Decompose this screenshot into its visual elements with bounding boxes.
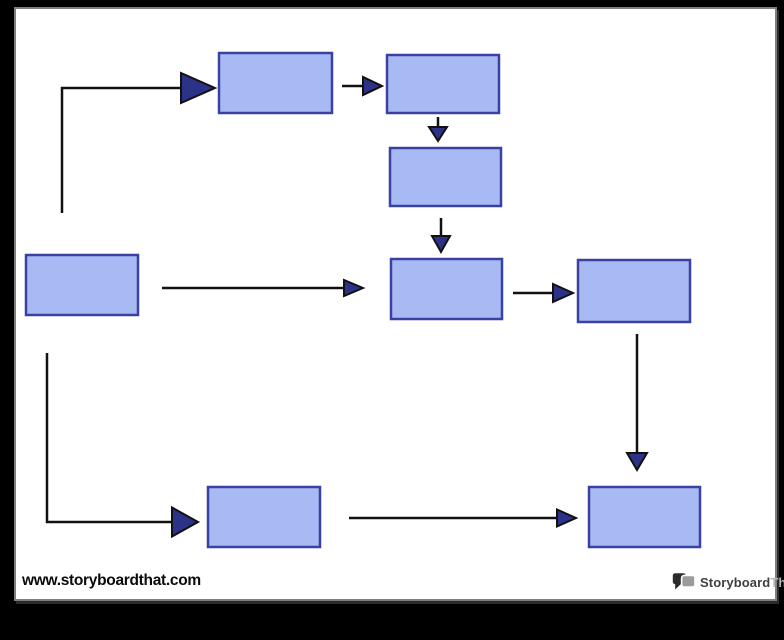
speech-bubbles-icon <box>672 573 696 590</box>
arrowhead-top-2-to-middle <box>427 126 449 143</box>
flow-node-top-2[interactable] <box>385 53 501 115</box>
flow-node-bottom-right[interactable] <box>587 485 702 549</box>
brand-text-secondary: That <box>770 574 784 590</box>
flow-node-left[interactable] <box>24 253 140 317</box>
flow-node-right[interactable] <box>576 258 692 324</box>
arrowhead-middle-to-center <box>430 235 452 255</box>
connector-left-down-to-bottom-left <box>45 353 173 524</box>
website-url: www.storyboardthat.com <box>22 572 201 589</box>
arrowhead-center-to-right <box>552 282 576 304</box>
flow-node-top-1[interactable] <box>217 51 334 115</box>
brand-text: StoryboardThat <box>700 575 784 590</box>
flow-node-center[interactable] <box>389 257 504 321</box>
brand-text-primary: Storyboard <box>700 574 771 590</box>
arrowhead-left-down-to-bottom-left <box>171 505 201 539</box>
flow-node-bottom-left[interactable] <box>206 485 322 549</box>
connector-left-up-to-top-1 <box>60 86 181 213</box>
flow-node-middle[interactable] <box>388 146 503 208</box>
arrowhead-bottom-left-to-bottom-right <box>556 507 579 529</box>
storyboardthat-logo: StoryboardThat <box>672 572 784 592</box>
arrowhead-left-up-to-top-1 <box>180 71 218 105</box>
arrowhead-left-to-center <box>343 278 366 298</box>
arrowhead-right-down-to-bottom-right <box>625 452 649 472</box>
arrowhead-top-1-to-top-2 <box>362 75 385 97</box>
